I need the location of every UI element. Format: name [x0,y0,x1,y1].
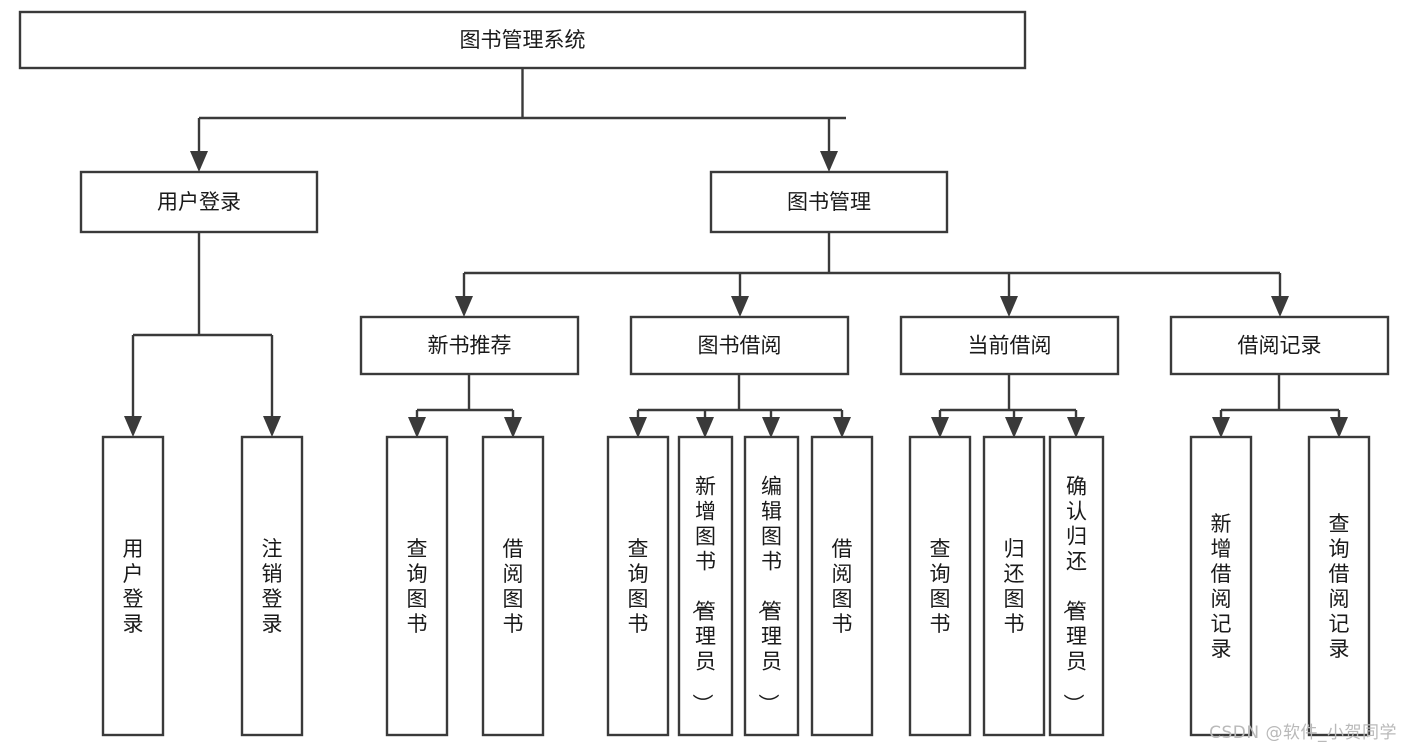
node-box[interactable] [606,435,670,737]
node-box[interactable] [908,435,972,737]
node-label: 借阅图书 [832,537,853,636]
node-current-borrow[interactable]: 当前借阅 [899,315,1120,376]
node-box[interactable] [385,435,449,737]
node-leaf-confirm-return[interactable]: 确认归还（管理员） [1048,435,1105,737]
node-label: 图书管理系统 [460,28,586,52]
connector-group-new-book-recommend [408,374,522,438]
node-leaf-add-record[interactable]: 新增借阅记录 [1189,435,1253,737]
node-user-login[interactable]: 用户登录 [79,170,319,234]
node-label: 借阅图书 [503,537,524,636]
node-label: 新增图书（管理员） [690,475,716,715]
node-layer: 图书管理系统用户登录图书管理新书推荐图书借阅当前借阅借阅记录用户登录注销登录查询… [18,10,1390,737]
node-box[interactable] [709,170,949,234]
node-borrow-record[interactable]: 借阅记录 [1169,315,1390,376]
node-label: 查询图书 [628,537,649,636]
node-label: 归还图书 [1004,537,1025,636]
node-book-manage[interactable]: 图书管理 [709,170,949,234]
connector-group-root [190,68,846,172]
node-box[interactable] [629,315,850,376]
node-box[interactable] [481,435,545,737]
node-leaf-query-book-2[interactable]: 查询图书 [606,435,670,737]
node-leaf-add-book[interactable]: 新增图书（管理员） [677,435,734,737]
connector-group-current-borrow [931,374,1085,438]
connector-group-book-manage [455,232,1289,317]
connector-group-user-login [124,232,281,437]
node-box[interactable] [982,435,1046,737]
node-leaf-edit-book[interactable]: 编辑图书（管理员） [743,435,800,737]
node-label: 用户登录 [123,537,144,636]
node-label: 新增借阅记录 [1211,512,1232,661]
node-box[interactable] [1048,435,1105,737]
node-box[interactable] [1189,435,1253,737]
node-leaf-return-book[interactable]: 归还图书 [982,435,1046,737]
node-label: 借阅记录 [1238,334,1322,358]
node-label: 图书借阅 [698,334,782,358]
node-box[interactable] [1307,435,1371,737]
node-box[interactable] [359,315,580,376]
node-box[interactable] [18,10,1027,70]
node-book-borrow[interactable]: 图书借阅 [629,315,850,376]
node-label: 查询图书 [930,537,951,636]
node-leaf-user-login[interactable]: 用户登录 [101,435,165,737]
node-leaf-query-book-1[interactable]: 查询图书 [385,435,449,737]
node-box[interactable] [79,170,319,234]
node-root-system[interactable]: 图书管理系统 [18,10,1027,70]
node-box[interactable] [1169,315,1390,376]
node-label: 确认归还（管理员） [1061,475,1087,715]
node-label: 用户登录 [157,190,241,214]
node-leaf-borrow-book-2[interactable]: 借阅图书 [810,435,874,737]
connector-group-borrow-record [1212,374,1348,438]
node-label: 查询借阅记录 [1329,512,1350,661]
node-box[interactable] [101,435,165,737]
node-box[interactable] [743,435,800,737]
node-label: 当前借阅 [968,334,1052,358]
node-box[interactable] [677,435,734,737]
node-leaf-query-book-3[interactable]: 查询图书 [908,435,972,737]
node-label: 查询图书 [407,537,428,636]
node-new-book-recommend[interactable]: 新书推荐 [359,315,580,376]
node-box[interactable] [810,435,874,737]
node-label: 图书管理 [787,190,871,214]
node-label: 注销登录 [262,537,283,636]
node-leaf-borrow-book-1[interactable]: 借阅图书 [481,435,545,737]
node-leaf-query-record[interactable]: 查询借阅记录 [1307,435,1371,737]
node-leaf-logout[interactable]: 注销登录 [240,435,304,737]
node-box[interactable] [899,315,1120,376]
node-label: 新书推荐 [428,334,512,358]
connector-group-book-borrow [629,374,851,438]
node-box[interactable] [240,435,304,737]
node-label: 编辑图书（管理员） [756,475,782,715]
